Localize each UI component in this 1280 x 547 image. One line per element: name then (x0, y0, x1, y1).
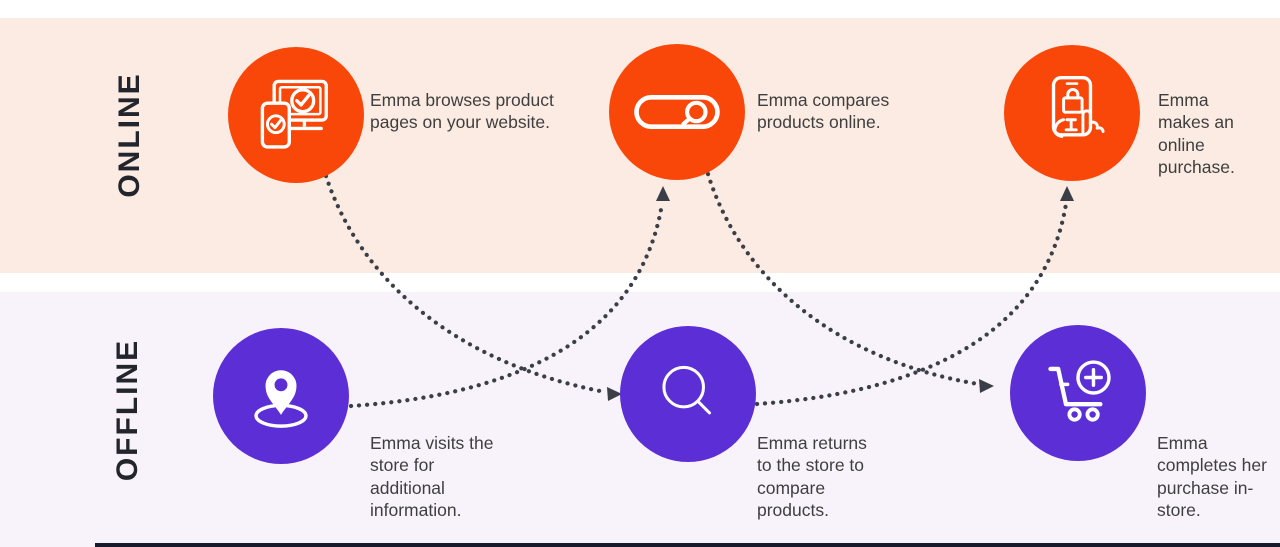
mobile-purchase-icon (1051, 76, 1105, 138)
caption-offline-return: Emma returns to the store to compare pro… (757, 433, 867, 521)
caption-online-purchase: Emma makes an online purchase. (1158, 90, 1235, 178)
cart-add-icon (1048, 360, 1111, 422)
step-circle-offline-visit (213, 328, 349, 464)
step-circle-offline-purchase (1010, 325, 1146, 461)
step-circle-offline-return (620, 326, 756, 462)
search-bar-icon (634, 94, 720, 130)
caption-online-compare: Emma compares products online. (757, 90, 890, 133)
caption-offline-visit: Emma visits the store for additional inf… (370, 433, 494, 521)
step-circle-online-compare (609, 44, 745, 180)
step-circle-online-browse (228, 47, 364, 183)
bottom-edge-bar (95, 543, 1280, 547)
online-band-label: ONLINE (113, 72, 146, 198)
location-pin-icon (254, 370, 308, 428)
caption-online-browse: Emma browses product pages on your websi… (370, 90, 554, 133)
caption-offline-purchase: Emma completes her purchase in-store. (1157, 433, 1267, 521)
offline-band-label: OFFLINE (111, 338, 144, 482)
devices-check-icon (260, 79, 328, 149)
step-circle-online-purchase (1004, 45, 1140, 181)
magnifier-icon (662, 365, 712, 415)
